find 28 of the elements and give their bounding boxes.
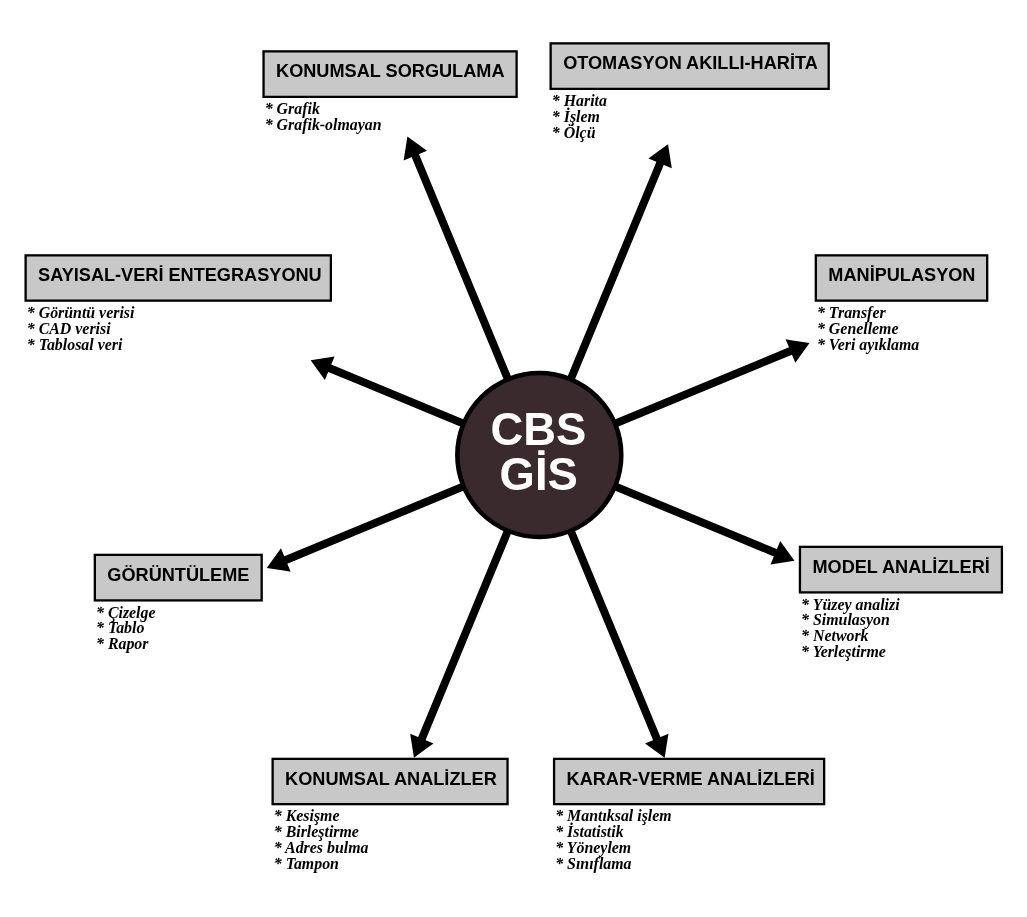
node-circle: CBS GİS bbox=[455, 370, 624, 539]
arrow bbox=[310, 356, 465, 427]
node-label: * Rapor bbox=[96, 634, 149, 652]
arrow bbox=[613, 482, 795, 564]
node-label: * Grafik-olmayan bbox=[264, 115, 382, 133]
node-label: * Yöneylem bbox=[555, 838, 632, 856]
node-label: * Yerleştirme bbox=[801, 642, 886, 660]
node-label: * İşlem bbox=[551, 107, 600, 125]
arrow bbox=[266, 482, 465, 572]
node-label: * Kesişme bbox=[273, 806, 340, 824]
node-label: * Transfer bbox=[816, 303, 886, 321]
arrow bbox=[410, 528, 512, 758]
node-label: * Sınıflama bbox=[555, 854, 632, 872]
arrow bbox=[567, 143, 672, 381]
node-label: * Görüntü verisi bbox=[26, 303, 135, 321]
node-label: * Genelleme bbox=[816, 319, 899, 337]
node-label: * Tablosal veri bbox=[26, 335, 123, 353]
node-label: * Grafik bbox=[264, 99, 320, 117]
node-label: * Tampon bbox=[273, 854, 339, 872]
node-label: * CAD verisi bbox=[26, 319, 111, 337]
node-label: * Ölçü bbox=[551, 123, 596, 141]
node-label: * Çizelge bbox=[96, 603, 156, 621]
arrow bbox=[403, 136, 512, 381]
node-label: * Yüzey analizi bbox=[801, 595, 900, 613]
arrow bbox=[567, 528, 669, 758]
arrow bbox=[613, 338, 810, 427]
node-label: * Veri ayıklama bbox=[816, 335, 920, 353]
node-label: * İstatistik bbox=[555, 822, 624, 840]
